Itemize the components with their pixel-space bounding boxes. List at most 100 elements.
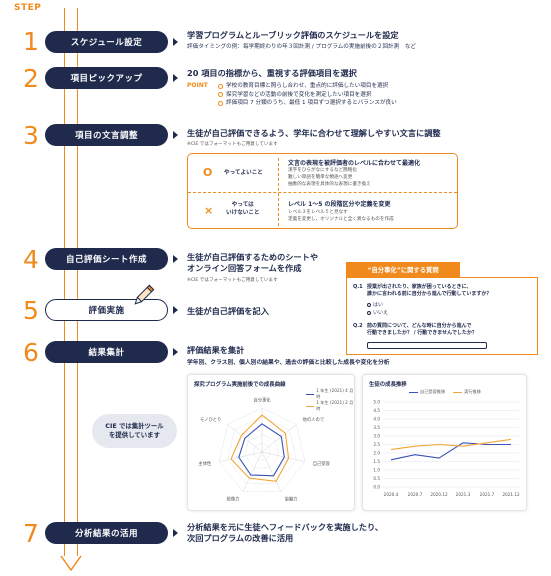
step-7-pill: 分析結果の活用 <box>45 522 168 544</box>
radar-axis <box>261 424 297 453</box>
line-chart-title: 生徒の成長推移 <box>369 382 407 388</box>
circle-bullet-icon <box>218 92 223 98</box>
point-label: POINT <box>187 82 208 89</box>
step-2-number: 2 <box>23 64 39 93</box>
q2-label: Q.2 <box>353 323 363 329</box>
step-3-heading: 生徒が自己評価できるよう、学年に合わせて理解しやすい文言に調整 <box>187 128 441 138</box>
step-3-pointer-icon <box>173 131 178 139</box>
y-tick-label: 4.0 <box>373 417 380 422</box>
bad-line: 定義を変更し、オリジナルと全く異なるものを作成 <box>288 217 394 222</box>
y-tick-label: 5.0 <box>373 400 380 405</box>
radar-axis <box>242 451 263 492</box>
y-tick-label: 1.5 <box>373 459 380 464</box>
legend-item: 実行推移 <box>453 389 481 395</box>
point-item: 学校の教育目標と照らし合わせ、重点的に評価したい項目を選択 <box>218 82 397 91</box>
legend-swatch <box>409 391 418 393</box>
x-tick-label: 2020.12 <box>430 492 448 497</box>
step-4-pointer-icon <box>173 255 178 263</box>
survey-title: “自分事化”に関する質問 <box>346 262 460 277</box>
radio-icon <box>367 302 371 307</box>
radar-series-2 <box>230 414 290 482</box>
step-4-pill: 自己評価シート作成 <box>45 248 168 270</box>
line-series-1 <box>390 442 511 461</box>
line-legend: 自己受容推移 実行推移 <box>409 389 481 395</box>
y-tick-label: 3.5 <box>373 425 380 430</box>
step-label: STEP <box>14 3 42 13</box>
radar-axis <box>219 451 263 463</box>
x-tick-label: 2021.3 <box>456 492 471 497</box>
radar-grid-ring <box>227 416 297 484</box>
step-6-number: 6 <box>23 338 39 367</box>
x-tick-label: 2021.7 <box>480 492 495 497</box>
step-4-heading: 生徒が自己評価するためのシートやオンライン回答フォームを作成 <box>187 252 319 274</box>
radar-axis-label: 想像力 <box>227 495 240 502</box>
step-2-pointer-icon <box>173 74 178 82</box>
good-line: 難しい単語を簡単な類語へ変更 <box>288 175 353 180</box>
x-tick-label: 2020.7 <box>408 492 423 497</box>
process-arrow-shaft <box>64 8 78 556</box>
step-6-sub: 学年別、クラス別、個人別の結果や、過去の評価と比較した成長や変化を分析 <box>187 360 390 366</box>
step-5-pill: 評価実施 <box>45 299 168 321</box>
legend-swatch <box>306 393 315 395</box>
point-item: 評価項目 7 分類のうち、最低 1 項目ずつ選択するとバランスが良い <box>218 99 397 108</box>
radar-grid-ring <box>218 407 306 492</box>
step-1-pill: スケジュール設定 <box>45 31 168 53</box>
q1-text: 授業が出されたり、家族が困っているときに、誰かに言われる前に自分から進んで行動し… <box>367 284 492 298</box>
option-no[interactable]: いいえ <box>367 310 388 318</box>
step-3-note: ※CIE ではフォーマットもご用意しています <box>187 142 278 147</box>
radar-axis-label: 自分事化 <box>253 397 271 404</box>
cie-tool-note: CIE では集計ツールを提供しています <box>92 414 177 448</box>
radar-axis <box>261 451 282 492</box>
step-3-pill: 項目の文言調整 <box>45 124 168 146</box>
option-yes[interactable]: はい <box>367 302 383 310</box>
radar-axis-label: 自己受容 <box>313 460 331 467</box>
step-6-heading: 評価結果を集計 <box>187 345 245 355</box>
radar-grid-ring <box>253 442 271 461</box>
step-7-number: 7 <box>23 519 39 548</box>
step-1-sub: 評価タイミングの例：毎学期終わりの年３回計測 / プログラムの実施前後の２回計測… <box>187 44 417 50</box>
radar-axis-label: 主体性 <box>198 460 212 467</box>
y-tick-label: 2.0 <box>373 451 380 456</box>
line-series-2 <box>390 438 512 451</box>
cross-ng-icon: × <box>204 204 214 217</box>
bad-label: やってはいけないこと <box>226 202 260 217</box>
x-tick-label: 2020.4 <box>384 492 399 497</box>
legend-item: 1 年生 (2021) 4 月時 <box>306 388 354 400</box>
radar-series-1 <box>238 423 285 477</box>
point-item: 探究学習などの活動の前後で変化を測定したい項目を選択 <box>218 91 397 100</box>
x-tick-label: 2021.12 <box>502 492 520 497</box>
q1-label: Q.1 <box>353 284 363 290</box>
step-2-heading: 20 項目の指標から、重視する評価項目を選択 <box>187 68 357 78</box>
step-7-pointer-icon <box>173 529 178 537</box>
good-line: 漢字をひらがなにするなど簡略化 <box>288 168 357 173</box>
step-5-pointer-icon <box>173 306 178 314</box>
step-4-note: ※CIE ではフォーマットもご用意しています <box>187 278 278 283</box>
radar-axis-label: モノひとり <box>200 417 221 423</box>
legend-item: 自己受容推移 <box>409 389 445 395</box>
answer-field[interactable] <box>367 342 487 349</box>
process-arrow-head <box>60 555 82 572</box>
step-5-number: 5 <box>23 296 39 325</box>
legend-swatch <box>306 405 315 407</box>
q2-text: 前の質問について、どんな時に自分から進んで行動できましたか？ / 行動できません… <box>367 323 477 337</box>
step-5-heading: 生徒が自己評価を記入 <box>187 306 269 316</box>
bad-title: レベル 1～5 の段階区分や定義を変更 <box>288 201 391 208</box>
circle-bullet-icon <box>218 83 223 89</box>
step-2-pill: 項目ピックアップ <box>45 67 168 89</box>
circle-ok-icon: O <box>203 166 213 179</box>
step-1-number: 1 <box>23 27 39 56</box>
radar-axis-label: 協働力 <box>285 495 298 502</box>
y-tick-label: 3.0 <box>373 434 380 439</box>
bad-line: レベル３をレベル５と見なす <box>288 210 348 215</box>
circle-bullet-icon <box>218 101 223 107</box>
y-tick-label: 2.5 <box>373 442 380 447</box>
step-6-pill: 結果集計 <box>45 341 168 363</box>
y-tick-label: 1.0 <box>373 468 380 473</box>
radar-grid-ring <box>244 434 280 469</box>
good-line: 抽象的な表現を具体的な表現に書き換え <box>288 182 371 187</box>
step-1-heading: 学習プログラムとルーブリック評価のスケジュールを設定 <box>187 30 399 40</box>
radio-icon <box>367 310 371 315</box>
step-7-heading: 分析結果を元に生徒へフィードバックを実施したり、次回プログラムの改善に活用 <box>187 522 384 544</box>
